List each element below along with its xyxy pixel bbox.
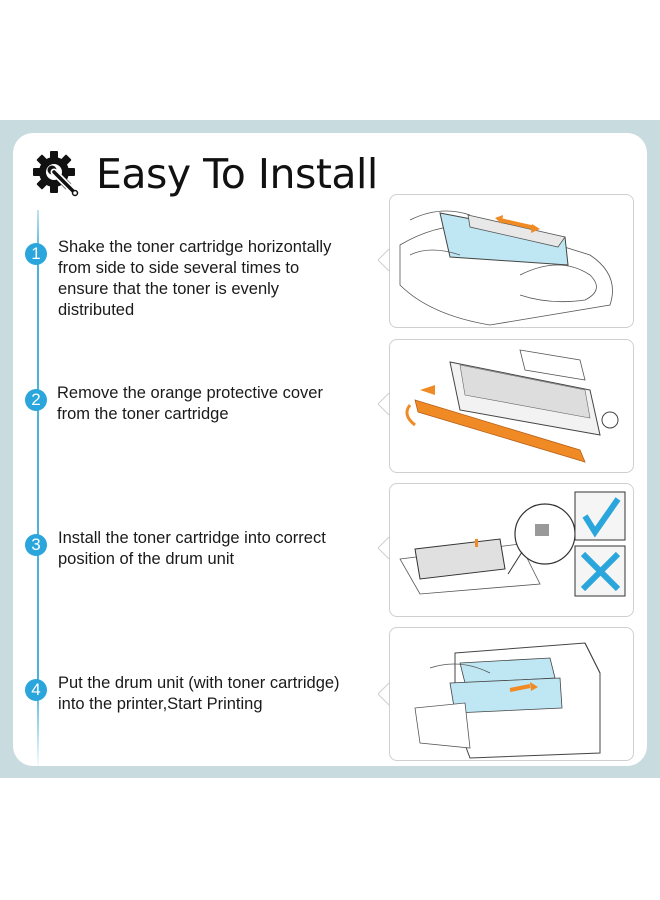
step-number-badge: 2 [25, 389, 47, 411]
page-title: Easy To Install [96, 150, 378, 198]
gear-wrench-icon [33, 151, 79, 197]
step-text: Put the drum unit (with toner cartridge)… [58, 674, 340, 713]
step-number-badge: 4 [25, 679, 47, 701]
callout-pointer [378, 248, 390, 272]
step-text: Install the toner cartridge into correct… [58, 529, 326, 568]
callout-pointer [378, 536, 390, 560]
timeline-line [37, 210, 39, 770]
step-number-badge: 1 [25, 243, 47, 265]
insert-printer-illustration [389, 627, 634, 761]
header: Easy To Install [30, 146, 378, 202]
remove-cover-illustration [389, 339, 634, 473]
step-text: Shake the toner cartridge horizontally f… [58, 238, 332, 319]
step-number-badge: 3 [25, 534, 47, 556]
shake-cartridge-illustration [389, 194, 634, 328]
callout-pointer [378, 392, 390, 416]
callout-pointer [378, 682, 390, 706]
install-drum-illustration [389, 483, 634, 617]
step-text: Remove the orange protective cover from … [57, 384, 323, 423]
